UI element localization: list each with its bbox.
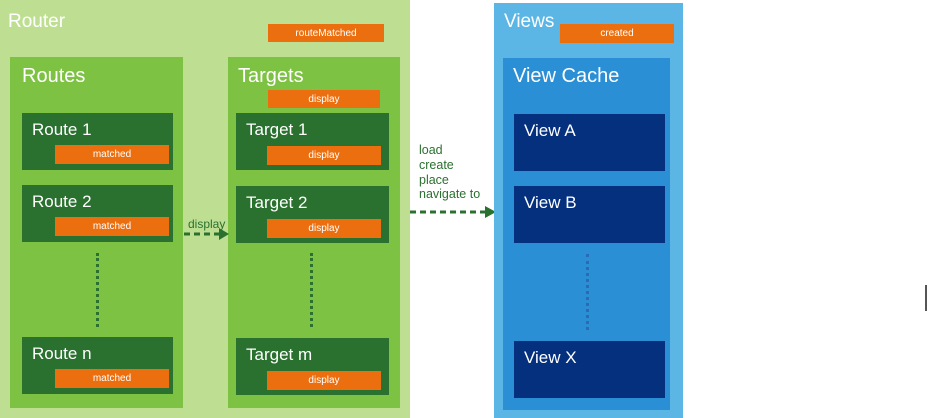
connector-line-create: create <box>419 157 454 172</box>
connector-line-place: place <box>419 172 449 187</box>
route-item: Route 2 matched <box>22 185 173 242</box>
views-ellipsis-dots <box>586 254 589 330</box>
routes-to-targets-arrow <box>184 228 229 240</box>
router-title: Router <box>8 11 66 32</box>
router-event-tag: routeMatched <box>268 24 384 42</box>
routes-ellipsis-dots <box>96 253 99 327</box>
router-container: Router routeMatched Routes Route 1 match… <box>0 0 410 418</box>
route-matched-tag: matched <box>55 217 169 236</box>
view-item: View A <box>514 114 665 171</box>
connector-line-navigate: navigate to <box>419 187 481 202</box>
connector-line-load: load <box>419 143 443 157</box>
connector-label: load create place navigate to <box>419 143 480 202</box>
route-matched-tag: matched <box>55 145 169 164</box>
target-label: Target m <box>246 345 313 364</box>
target-label: Target 1 <box>246 120 308 139</box>
views-event-tag: created <box>560 24 674 43</box>
route-label: Route 1 <box>32 120 92 139</box>
target-item: Target m display <box>236 338 389 395</box>
target-item: Target 1 display <box>236 113 389 170</box>
targets-event-tag: display <box>268 90 380 108</box>
targets-ellipsis-dots <box>310 253 313 327</box>
target-display-tag: display <box>267 219 381 238</box>
targets-panel: Targets display Target 1 display Target … <box>228 57 400 408</box>
route-label: Route n <box>32 344 92 363</box>
views-container: Views created View Cache View A View B V… <box>494 3 683 418</box>
routes-title: Routes <box>22 65 86 87</box>
targets-title: Targets <box>238 65 304 87</box>
target-item: Target 2 display <box>236 186 389 243</box>
view-cache-panel: View Cache View A View B View X <box>503 58 670 410</box>
router-to-views-arrow <box>410 206 496 218</box>
target-display-tag: display <box>267 146 381 165</box>
route-item: Route 1 matched <box>22 113 173 170</box>
routes-to-targets-label: display <box>188 217 226 231</box>
edge-mark <box>925 285 927 311</box>
view-item: View X <box>514 341 665 398</box>
view-label: View X <box>524 348 577 367</box>
route-label: Route 2 <box>32 192 92 211</box>
view-cache-title: View Cache <box>513 65 620 87</box>
view-label: View A <box>524 121 576 140</box>
route-item: Route n matched <box>22 337 173 394</box>
routes-panel: Routes Route 1 matched Route 2 matched R… <box>10 57 183 408</box>
target-display-tag: display <box>267 371 381 390</box>
target-label: Target 2 <box>246 193 308 212</box>
route-matched-tag: matched <box>55 369 169 388</box>
view-item: View B <box>514 186 665 243</box>
views-title: Views <box>504 11 555 32</box>
view-label: View B <box>524 193 577 212</box>
